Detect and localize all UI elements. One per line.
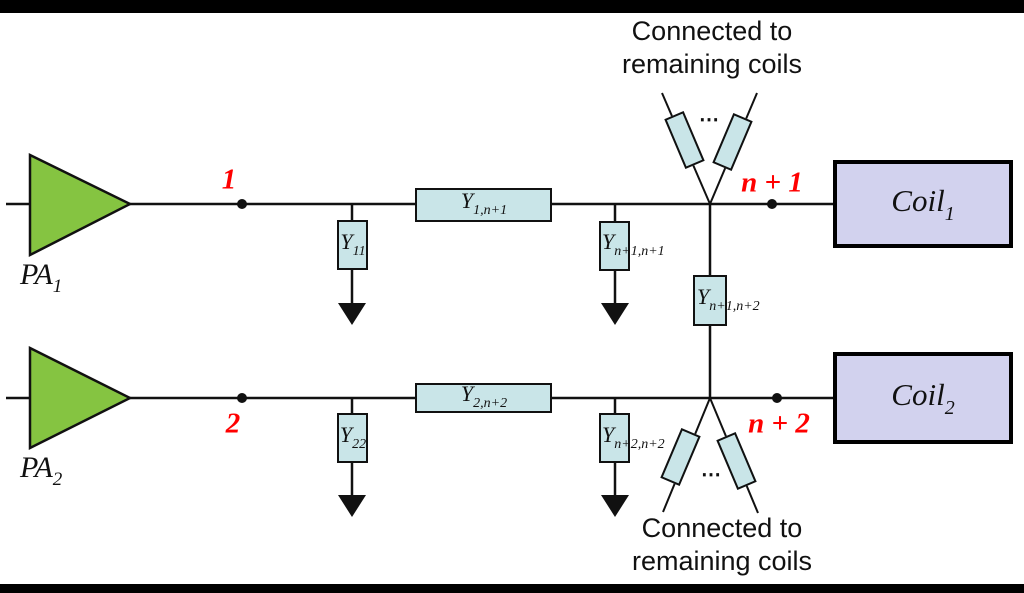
admittance-box-yn1n1 [599,221,630,271]
pa1-label: PA1 [20,258,63,297]
port-label-2: 2 [225,407,241,440]
y2n2-label: Y2,n+2 [460,381,508,411]
top-note: Connected to remaining coils [622,15,802,81]
y22-label: Y22 [339,422,367,452]
admittance-box-yn1n2 [693,275,727,326]
port-label-n1: n + 1 [741,166,803,199]
admittance-box-yn2n2 [599,413,630,463]
node-dot-2 [237,393,247,403]
node-dot-1 [237,199,247,209]
diagram-canvas [0,13,1024,584]
yn1n1-label: Yn+1,n+1 [602,229,665,259]
admittance-box-y2n2 [415,383,552,413]
amplifier-triangle-pa2 [28,345,133,451]
ground-arrow-yn2n2 [601,495,629,517]
coil1-label: Coil1 [891,182,955,225]
bottom-ellipsis: ⋯ [701,464,723,486]
coil1-box: Coil1 [833,160,1013,248]
port-label-n2: n + 2 [748,407,810,440]
node-dot-n1 [767,199,777,209]
yn2n2-label: Yn+2,n+2 [602,422,665,452]
ground-arrow-yn1n1 [601,303,629,325]
admittance-box-y1n1 [415,188,552,222]
top-note-line2: remaining coils [621,49,803,79]
ground-arrow-y11 [338,303,366,325]
y1n1-label: Y1,n+1 [460,188,508,218]
y11-label: Y11 [340,229,366,259]
admittance-box-y22 [337,413,368,463]
coil2-label: Coil2 [891,376,955,419]
bottom-note: Connected to remaining coils [632,512,812,578]
top-ellipsis: ⋯ [699,109,721,131]
yn1n2-label: Yn+1,n+2 [697,284,760,314]
ground-arrow-y22 [338,495,366,517]
bottom-note-line2: remaining coils [631,546,813,576]
top-note-line1: Connected to [631,16,793,46]
port-label-1: 1 [221,163,237,196]
node-dot-n2 [772,393,782,403]
pa2-label: PA2 [20,451,63,490]
admittance-box-y11 [337,220,368,270]
coil2-box: Coil2 [833,352,1013,444]
bottom-note-line1: Connected to [641,513,803,543]
amplifier-triangle-pa1 [28,152,133,258]
